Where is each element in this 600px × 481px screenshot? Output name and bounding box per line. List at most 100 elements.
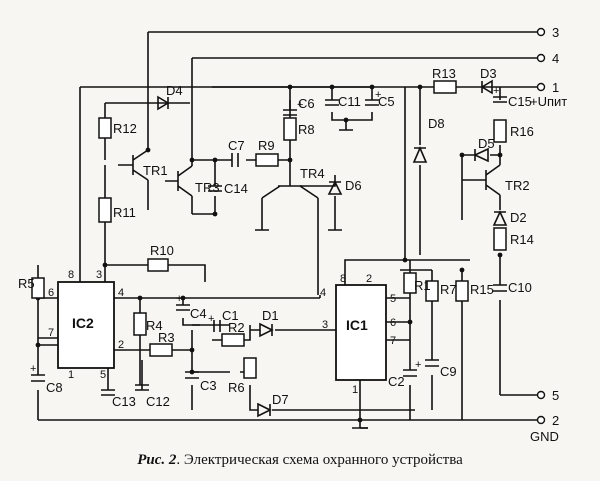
svg-text:R6: R6 bbox=[228, 380, 245, 395]
svg-text:D5: D5 bbox=[478, 136, 495, 151]
resistor-r12 bbox=[98, 117, 112, 139]
svg-text:R8: R8 bbox=[298, 122, 315, 137]
terminal-2-label: 2 bbox=[552, 413, 559, 428]
svg-text:+: + bbox=[208, 313, 214, 325]
diode-d4 bbox=[157, 95, 170, 111]
svg-text:6: 6 bbox=[48, 287, 54, 299]
resistor-r1 bbox=[403, 272, 417, 294]
svg-text:C6: C6 bbox=[298, 96, 315, 111]
svg-text:C11: C11 bbox=[338, 94, 361, 109]
figure-title: . Электрическая схема охранного устройст… bbox=[176, 452, 463, 468]
terminal-5-label: 5 bbox=[552, 388, 559, 403]
capacitor-c6 bbox=[283, 109, 297, 116]
capacitor-c3 bbox=[185, 371, 199, 379]
svg-text:C10: C10 bbox=[508, 280, 532, 295]
svg-text:5: 5 bbox=[390, 293, 396, 305]
resistor-r4 bbox=[133, 312, 147, 336]
svg-text:3: 3 bbox=[96, 269, 102, 281]
capacitor-c11 bbox=[325, 99, 339, 106]
svg-text:+: + bbox=[30, 363, 36, 375]
svg-text:6: 6 bbox=[390, 317, 396, 329]
diode-d3 bbox=[480, 79, 493, 95]
svg-text:C12: C12 bbox=[146, 394, 170, 409]
svg-text:4: 4 bbox=[118, 287, 124, 299]
capacitor-c5 bbox=[365, 99, 379, 106]
svg-text:R1: R1 bbox=[414, 278, 431, 293]
svg-text:8: 8 bbox=[68, 269, 74, 281]
svg-text:1: 1 bbox=[352, 384, 358, 396]
resistors bbox=[31, 80, 507, 379]
svg-text:R13: R13 bbox=[432, 66, 456, 81]
svg-text:R3: R3 bbox=[158, 330, 175, 345]
svg-text:C9: C9 bbox=[440, 364, 457, 379]
supply-label: +Uпит bbox=[530, 94, 567, 109]
terminal-3-label: 3 bbox=[552, 25, 559, 40]
figure-number: Рис. 2 bbox=[137, 452, 177, 468]
svg-text:R15: R15 bbox=[470, 282, 494, 297]
svg-text:C1: C1 bbox=[222, 308, 239, 323]
svg-text:D8: D8 bbox=[428, 116, 445, 131]
resistor-r3 bbox=[149, 343, 173, 357]
svg-text:+: + bbox=[375, 89, 381, 101]
resistor-r13 bbox=[433, 80, 457, 94]
svg-text:D7: D7 bbox=[272, 392, 289, 407]
ic2-chip: IC2 8 3 6 7 4 2 5 1 bbox=[48, 269, 124, 381]
capacitor-c14 bbox=[208, 185, 222, 192]
svg-text:R14: R14 bbox=[510, 232, 534, 247]
resistor-r8 bbox=[283, 117, 297, 141]
resistor-r14 bbox=[493, 227, 507, 251]
svg-text:7: 7 bbox=[390, 335, 396, 347]
svg-text:TR4: TR4 bbox=[300, 166, 325, 181]
svg-text:+: + bbox=[297, 99, 303, 111]
terminal-4-label: 4 bbox=[552, 51, 559, 66]
capacitor-c7 bbox=[231, 153, 239, 167]
circuit-schematic: IC2 8 3 6 7 4 2 5 1 IC1 8 2 4 5 3 6 7 1 … bbox=[18, 25, 567, 444]
svg-text:R16: R16 bbox=[510, 124, 534, 139]
svg-text:8: 8 bbox=[340, 273, 346, 285]
resistor-r11 bbox=[98, 197, 112, 223]
svg-text:C5: C5 bbox=[378, 94, 395, 109]
ic2-label: IC2 bbox=[72, 315, 94, 331]
svg-text:3: 3 bbox=[322, 319, 328, 331]
svg-text:TR1: TR1 bbox=[143, 163, 168, 178]
terminal-1-label: 1 bbox=[552, 80, 559, 95]
resistor-r2 bbox=[221, 333, 245, 347]
svg-text:2: 2 bbox=[366, 273, 372, 285]
diode-d1 bbox=[259, 322, 274, 338]
ic1-chip: IC1 8 2 4 5 3 6 7 1 bbox=[320, 273, 396, 396]
resistor-r10 bbox=[147, 258, 169, 272]
ground-symbols bbox=[255, 129, 368, 429]
svg-text:C3: C3 bbox=[200, 378, 217, 393]
svg-text:+: + bbox=[176, 293, 182, 305]
resistor-r9 bbox=[255, 153, 279, 167]
svg-text:5: 5 bbox=[100, 369, 106, 381]
svg-text:R5: R5 bbox=[18, 276, 35, 291]
capacitors: + + + + + + + bbox=[30, 85, 507, 396]
svg-text:C2: C2 bbox=[388, 374, 405, 389]
capacitor-c15 bbox=[493, 96, 507, 103]
svg-text:C4: C4 bbox=[190, 306, 207, 321]
svg-text:1: 1 bbox=[68, 369, 74, 381]
svg-text:R10: R10 bbox=[150, 243, 174, 258]
svg-text:R9: R9 bbox=[258, 138, 275, 153]
capacitor-c12 bbox=[135, 384, 149, 391]
terminals: 3 4 1 5 2 +Uпит GND bbox=[530, 25, 567, 444]
svg-text:R7: R7 bbox=[440, 282, 457, 297]
svg-text:D1: D1 bbox=[262, 308, 279, 323]
resistor-r7 bbox=[425, 280, 439, 302]
svg-text:+: + bbox=[493, 85, 499, 97]
transistors bbox=[132, 155, 487, 191]
resistor-r15 bbox=[455, 280, 469, 302]
svg-text:R2: R2 bbox=[228, 320, 245, 335]
resistor-r6 bbox=[243, 357, 257, 379]
capacitor-c4 bbox=[176, 304, 190, 311]
ic1-label: IC1 bbox=[346, 317, 368, 333]
resistor-r16 bbox=[493, 119, 507, 143]
diode-d2 bbox=[492, 210, 508, 226]
svg-text:4: 4 bbox=[320, 287, 326, 299]
component-labels: R12 R11 R9 R8 R10 R5 R4 R3 R2 R6 R1 R7 R… bbox=[18, 66, 534, 409]
svg-text:D6: D6 bbox=[345, 178, 362, 193]
svg-text:C15: C15 bbox=[508, 94, 532, 109]
capacitor-c10 bbox=[493, 284, 507, 292]
capacitor-c1 bbox=[213, 320, 221, 332]
